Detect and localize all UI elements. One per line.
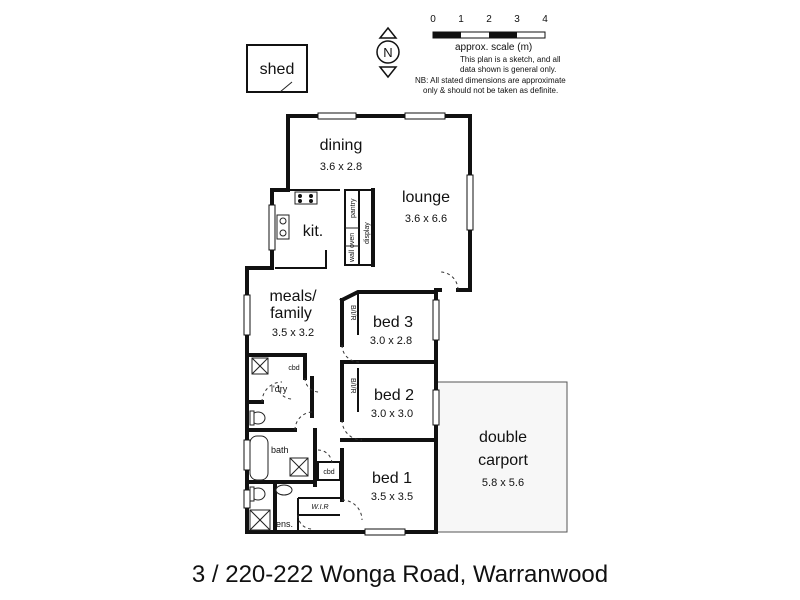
- scale-tick-2: 2: [486, 14, 492, 25]
- display-label: display: [364, 222, 371, 244]
- lounge-dimensions: 3.6 x 6.6: [405, 213, 447, 225]
- bathtub-icon: [249, 435, 269, 481]
- lounge-label: lounge: [402, 189, 450, 206]
- note-line-3: NB: All stated dimensions are approximat…: [415, 76, 566, 85]
- compass-letter: N: [383, 45, 392, 60]
- property-address: 3 / 220-222 Wonga Road, Warranwood: [192, 561, 608, 588]
- note-line-1: This plan is a sketch, and all: [460, 55, 561, 64]
- laundry-cupboard-label: cbd: [288, 365, 299, 372]
- bath-label: bath: [271, 445, 289, 455]
- meals-label-line-2: family: [270, 305, 312, 322]
- dining-dimensions: 3.6 x 2.8: [320, 161, 362, 173]
- bed3-label: bed 3: [373, 314, 413, 331]
- carport-dimensions: 5.8 x 5.6: [482, 477, 524, 489]
- pantry-label: pantry: [350, 198, 357, 218]
- plan-notes: This plan is a sketch, and all data show…: [415, 55, 566, 95]
- wall-oven-label: wall oven: [349, 233, 356, 263]
- scale-tick-0: 0: [430, 14, 436, 25]
- wet-area-fixtures: cbd l'dry bath cbd ens.: [249, 357, 335, 531]
- dining-label: dining: [320, 137, 363, 154]
- cooktop-icon: [298, 194, 302, 198]
- scale-tick-3: 3: [514, 14, 520, 25]
- scale-bar: 0 1 2 3 4 approx. scale (m): [430, 14, 548, 53]
- scale-label: approx. scale (m): [455, 42, 532, 53]
- bath-cupboard-label: cbd: [323, 469, 334, 476]
- note-line-4: only & should not be taken as definite.: [423, 86, 558, 95]
- bed1-label: bed 1: [372, 470, 412, 487]
- bed1-dimensions: 3.5 x 3.5: [371, 491, 413, 503]
- bed2-label: bed 2: [374, 387, 414, 404]
- door-swings: [261, 271, 459, 530]
- bed2-robe-label: B/I/R: [349, 378, 356, 394]
- bed2-dimensions: 3.0 x 3.0: [371, 408, 413, 420]
- ensuite-label: ens.: [276, 519, 293, 529]
- shed-label: shed: [260, 61, 295, 78]
- room-labels: dining 3.6 x 2.8 lounge 3.6 x 6.6 meals/…: [269, 137, 450, 511]
- bed3-robe-label: B/I/R: [349, 305, 356, 321]
- scale-tick-4: 4: [542, 14, 548, 25]
- laundry-label: l'dry: [271, 384, 288, 394]
- carport-label-line-1: double: [479, 429, 527, 446]
- bed3-dimensions: 3.0 x 2.8: [370, 335, 412, 347]
- kitchen-fixtures: kit. pantry display wall oven fridge: [276, 191, 371, 263]
- double-carport: double carport 5.8 x 5.6: [436, 381, 568, 533]
- meals-label-line-1: meals/: [269, 288, 317, 305]
- meals-dimensions: 3.5 x 3.2: [272, 327, 314, 339]
- vanity-basin-icon: [275, 484, 293, 496]
- kitchen-label: kit.: [303, 223, 323, 240]
- north-compass-icon: N: [376, 26, 400, 79]
- windows: [243, 112, 474, 536]
- carport-label-line-2: carport: [478, 452, 528, 469]
- scale-tick-1: 1: [458, 14, 464, 25]
- walk-in-robe-label: W.I.R: [311, 504, 328, 511]
- shed: shed: [246, 44, 308, 93]
- note-line-2: data shown is general only.: [460, 65, 556, 74]
